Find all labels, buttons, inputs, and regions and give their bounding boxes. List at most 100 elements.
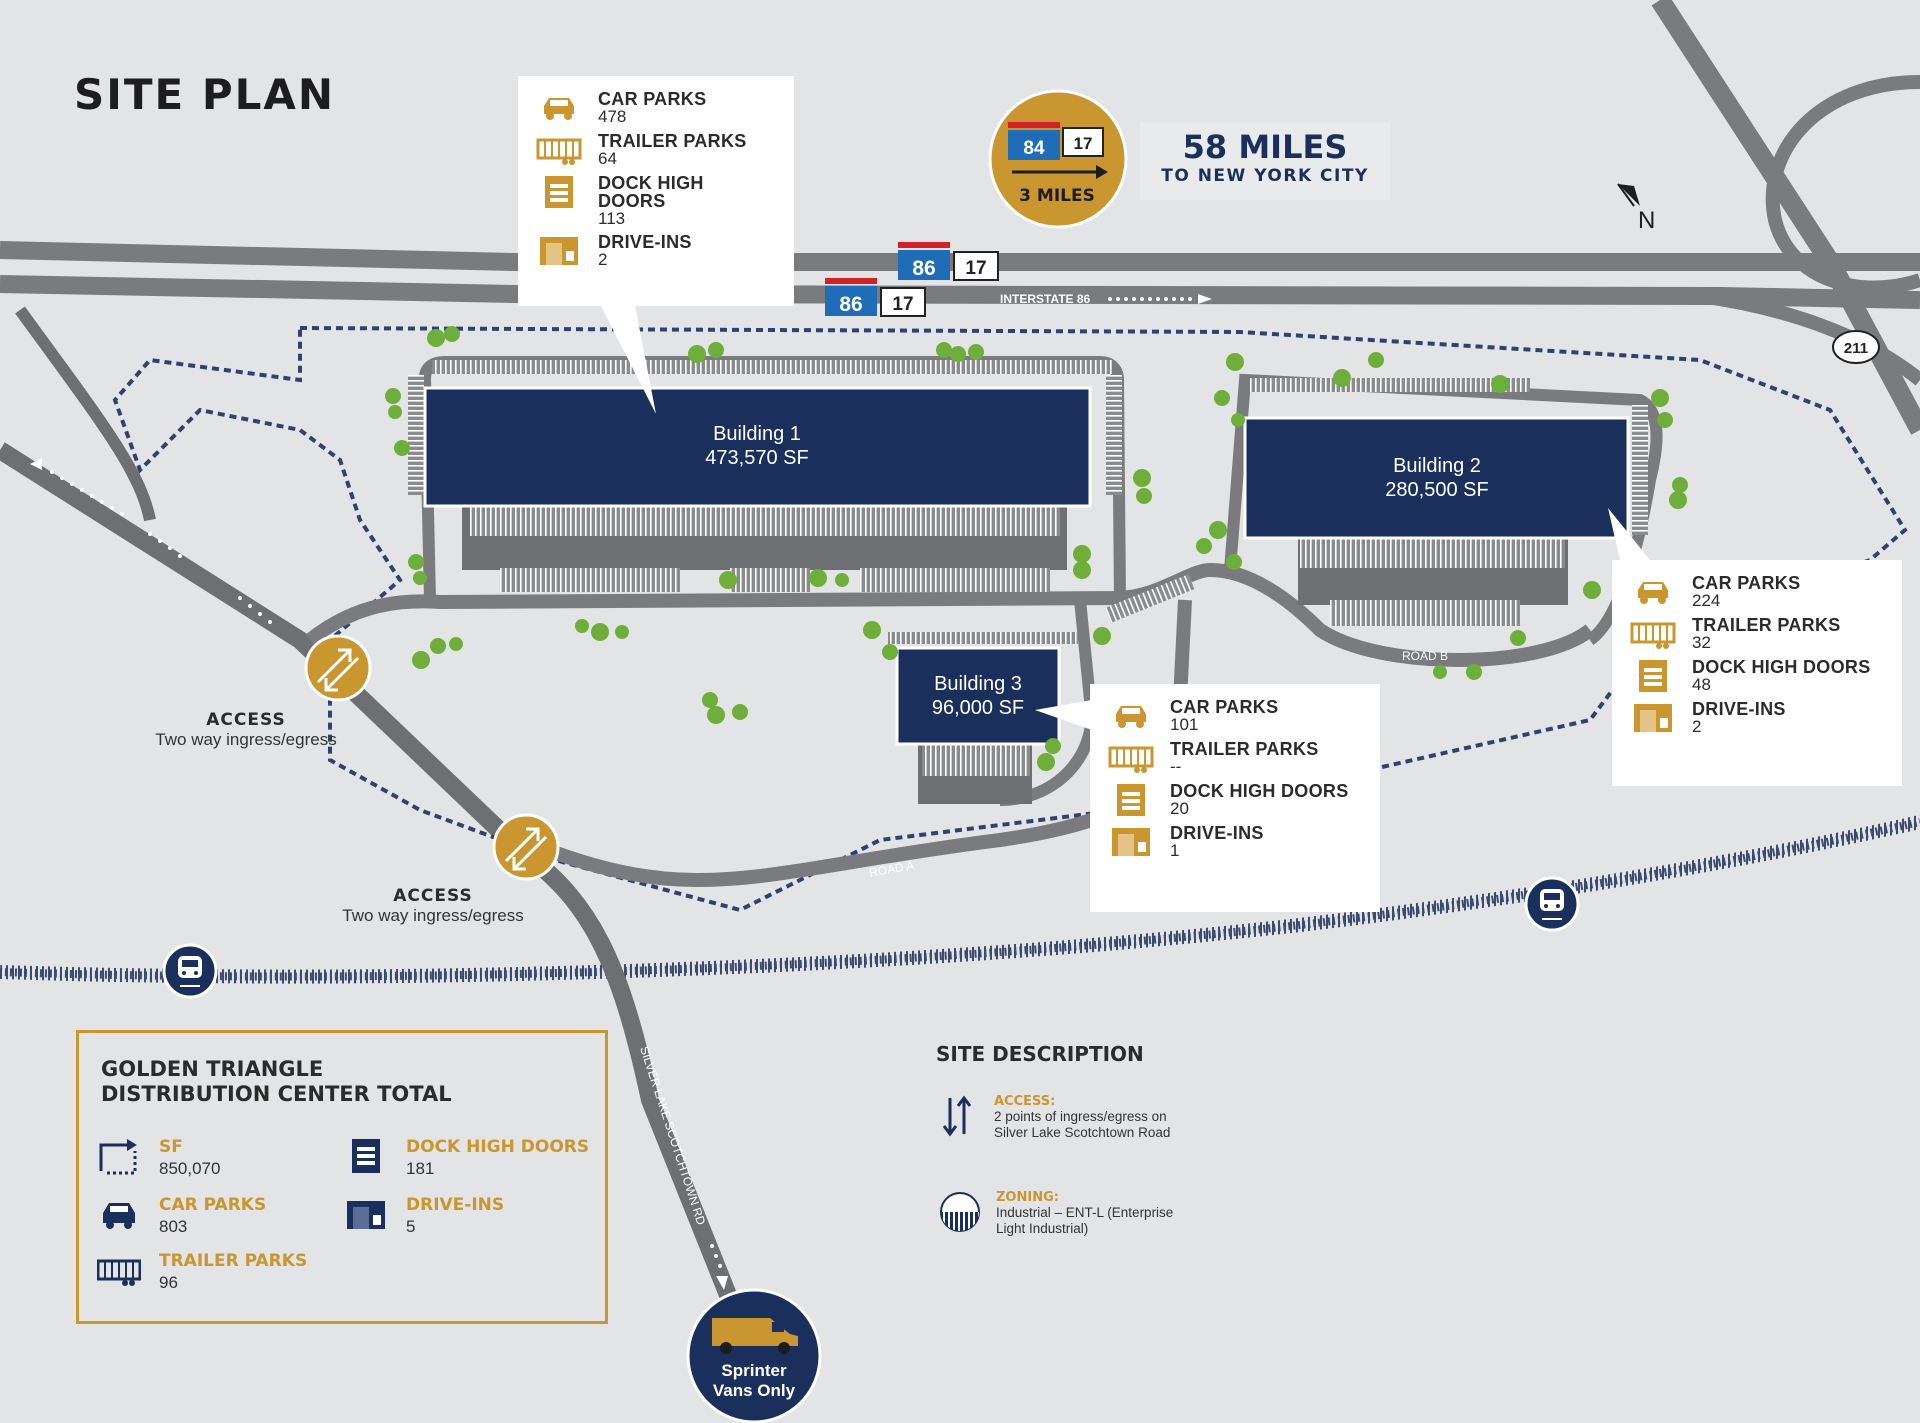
stat-value: 101 <box>1170 715 1199 734</box>
sprinter-line1: Sprinter <box>721 1361 787 1380</box>
interstate-86-label: INTERSTATE 86 <box>1000 292 1091 306</box>
distance-callout: 58 MILES TO NEW YORK CITY <box>1140 122 1390 200</box>
building-2-footprint <box>1243 416 1630 540</box>
stat-value: 48 <box>1692 675 1711 694</box>
stat-value: 478 <box>598 107 627 126</box>
car-icon <box>1116 706 1146 728</box>
distance-value: 58 MILES <box>1182 128 1348 166</box>
shield-lower: 86 17 <box>825 278 926 317</box>
building-2-name: Building 2 <box>1393 455 1481 477</box>
access-text: 2 points of ingress/egress on Silver Lak… <box>994 1109 1171 1141</box>
north-arrow-icon: N <box>1617 183 1655 234</box>
stat-value: 224 <box>1692 591 1721 610</box>
site-description-title: SITE DESCRIPTION <box>936 1042 1144 1066</box>
direction-dots-south <box>710 1244 728 1290</box>
total-value: 850,070 <box>159 1159 221 1178</box>
b1-car-stalls-north <box>432 360 1112 374</box>
building-3-sf: 96,000 SF <box>932 697 1024 719</box>
drive-in-icon <box>1634 704 1672 732</box>
drive-in-icon <box>347 1201 385 1229</box>
highway-ramp-loop <box>1651 0 1920 435</box>
interstate-86-road-south <box>0 275 1920 309</box>
b1-car-stalls-south2 <box>730 568 810 592</box>
stat-trailer-parks: TRAILER PARKS-- <box>1108 740 1362 776</box>
b3-car-stalls-north <box>888 632 1078 644</box>
van-icon <box>712 1318 798 1354</box>
totals-title-line1: GOLDEN TRIANGLE <box>101 1057 324 1081</box>
total-label: DRIVE-INS <box>406 1195 505 1215</box>
access-label: ACCESS: <box>994 1094 1056 1109</box>
total-label: CAR PARKS <box>159 1195 267 1215</box>
stat-label: DRIVE-INS <box>598 232 692 252</box>
stat-label: CAR PARKS <box>1692 573 1801 593</box>
totals-title: GOLDEN TRIANGLE DISTRIBUTION CENTER TOTA… <box>101 1057 452 1107</box>
north-label: N <box>1638 207 1655 234</box>
shield-upper-interstate: 86 <box>912 257 935 280</box>
silver-lake-label: SILVER LAKE SCOTCHTOWN RD <box>637 1045 708 1227</box>
trailer-icon <box>97 1259 141 1286</box>
stat-label: TRAILER PARKS <box>1170 739 1319 759</box>
total-label: SF <box>159 1137 183 1157</box>
drive-in-icon <box>1112 828 1150 856</box>
trailer-icon <box>1108 746 1154 773</box>
drive-in-icon <box>540 237 578 265</box>
trees <box>385 326 1688 771</box>
b1-car-stalls-west <box>408 375 424 495</box>
stat-label: TRAILER PARKS <box>1692 615 1841 635</box>
interstate-direction-dots <box>1108 294 1212 304</box>
highway-ramp-curve <box>1765 75 1920 295</box>
building-1-footprint <box>423 386 1092 508</box>
dock-door-icon <box>545 176 573 208</box>
route-211-label: 211 <box>1844 340 1868 357</box>
badge-distance: 3 MILES <box>1019 186 1095 206</box>
train-icon <box>178 956 202 987</box>
stat-value: 1 <box>1170 841 1180 860</box>
shield-lower-interstate: 86 <box>839 293 862 316</box>
route-211-road <box>1699 289 1920 386</box>
building-1-name: Building 1 <box>713 423 801 445</box>
trailer-icon <box>1630 622 1676 649</box>
stat-value: -- <box>1170 757 1182 776</box>
access-marker-2 <box>492 813 560 881</box>
access-title: ACCESS <box>206 710 286 730</box>
total-value: 96 <box>159 1273 178 1292</box>
direction-dots-north <box>30 458 272 624</box>
highway-distance-badge: 84 17 3 MILES <box>988 89 1128 229</box>
stat-value: 20 <box>1170 799 1189 818</box>
badge-interstate: 84 <box>1023 138 1045 159</box>
stat-label: DOCK HIGH DOORS <box>1692 657 1871 677</box>
rail-line-main-stroke <box>0 818 1920 981</box>
stat-value: 32 <box>1692 633 1711 652</box>
site-totals-panel: GOLDEN TRIANGLE DISTRIBUTION CENTER TOTA… <box>76 1030 608 1324</box>
access-title: ACCESS <box>393 886 473 906</box>
stat-label: CAR PARKS <box>598 89 707 109</box>
interstate-86-road <box>0 241 1920 271</box>
car-icon <box>1638 582 1668 604</box>
zoning-icon <box>940 1192 980 1232</box>
building-1-sf: 473,570 SF <box>705 447 808 469</box>
distance-caption: TO NEW YORK CITY <box>1161 166 1369 186</box>
train-marker-east <box>1524 876 1580 932</box>
zoning-text: Industrial – ENT-L (Enterprise Light Ind… <box>996 1205 1174 1237</box>
total-sf: SF 850,070 <box>97 1137 220 1179</box>
dock-door-icon <box>1639 660 1667 692</box>
building-3-name: Building 3 <box>934 673 1022 695</box>
stat-value: 64 <box>598 149 617 168</box>
b3-car-stalls-diag <box>1105 574 1195 623</box>
access-arrows-icon <box>316 648 360 692</box>
sf-icon <box>99 1139 137 1175</box>
car-icon <box>103 1203 135 1229</box>
